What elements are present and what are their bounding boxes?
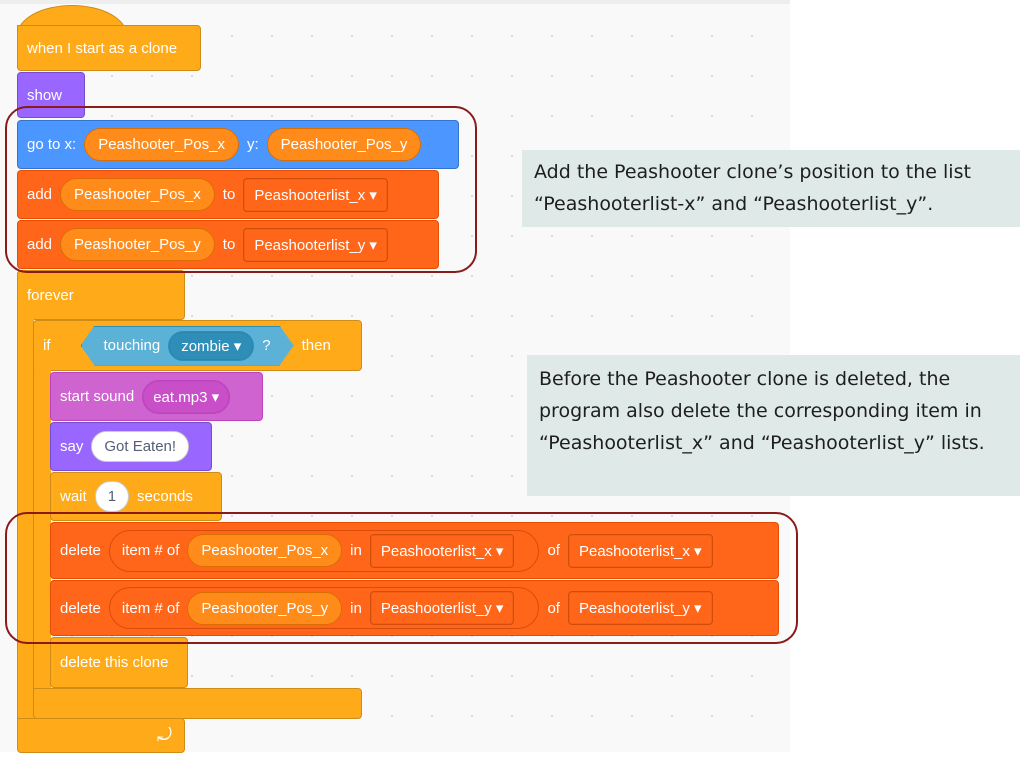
forever-bottom: ⤾ bbox=[17, 718, 185, 753]
wait-seconds-input[interactable]: 1 bbox=[94, 481, 130, 512]
list-dropdown[interactable]: Peashooterlist_y bbox=[369, 591, 515, 625]
value-reporter[interactable]: Peashooter_Pos_x bbox=[60, 178, 215, 211]
if-arm bbox=[33, 369, 51, 690]
annotation-delete-items: Before the Peashooter clone is deleted, … bbox=[527, 355, 1020, 496]
add-to-list-x-block[interactable]: add Peashooter_Pos_x to Peashooterlist_x bbox=[17, 170, 439, 219]
item-number-reporter[interactable]: item # of Peashooter_Pos_x in Peashooter… bbox=[108, 529, 540, 572]
block-label: then bbox=[301, 337, 331, 354]
block-label: if bbox=[43, 337, 51, 354]
block-label: to bbox=[222, 186, 236, 203]
delete-item-y-block[interactable]: delete item # of Peashooter_Pos_y in Pea… bbox=[50, 580, 779, 636]
block-label: delete this clone bbox=[60, 654, 169, 671]
block-label: add bbox=[27, 236, 53, 253]
highlight-outline-delete bbox=[5, 512, 798, 644]
block-label: of bbox=[547, 542, 560, 559]
block-label: delete bbox=[60, 542, 101, 559]
block-label: when I start as a clone bbox=[27, 39, 178, 57]
say-text-input[interactable]: Got Eaten! bbox=[91, 431, 190, 462]
delete-item-x-block[interactable]: delete item # of Peashooter_Pos_x in Pea… bbox=[50, 522, 779, 579]
block-label: to bbox=[222, 236, 236, 253]
block-label: of bbox=[547, 599, 560, 617]
list-dropdown[interactable]: Peashooterlist_x bbox=[567, 533, 713, 568]
list-dropdown[interactable]: Peashooterlist_y bbox=[567, 591, 713, 625]
block-label: in bbox=[350, 542, 362, 559]
list-dropdown[interactable]: Peashooterlist_y bbox=[243, 227, 388, 262]
value-reporter[interactable]: Peashooter_Pos_y bbox=[60, 228, 215, 261]
value-reporter[interactable]: Peashooter_Pos_y bbox=[187, 591, 343, 625]
say-block[interactable]: say Got Eaten! bbox=[50, 422, 212, 471]
touching-condition[interactable]: touching zombie ? bbox=[81, 326, 294, 366]
block-label: wait bbox=[60, 488, 87, 505]
item-number-reporter[interactable]: item # of Peashooter_Pos_y in Peashooter… bbox=[108, 587, 540, 629]
block-label: start sound bbox=[60, 388, 135, 405]
block-label: item # of bbox=[121, 599, 180, 617]
loop-arrow-icon: ⤾ bbox=[157, 725, 172, 745]
list-dropdown[interactable]: Peashooterlist_x bbox=[243, 177, 388, 212]
value-reporter[interactable]: Peashooter_Pos_x bbox=[187, 534, 343, 567]
if-then-block[interactable]: if touching zombie ? then bbox=[33, 320, 362, 371]
block-label: ? bbox=[262, 337, 271, 354]
highlight-outline-add bbox=[5, 106, 477, 273]
start-sound-block[interactable]: start sound eat.mp3 bbox=[50, 372, 263, 421]
block-label: show bbox=[27, 86, 63, 104]
forever-block[interactable]: forever bbox=[17, 270, 185, 320]
block-label: y: bbox=[246, 136, 259, 153]
block-label: add bbox=[27, 186, 53, 203]
show-block[interactable]: show bbox=[17, 72, 85, 118]
delete-this-clone-block[interactable]: delete this clone bbox=[50, 637, 188, 688]
if-bottom bbox=[33, 688, 362, 719]
sound-dropdown[interactable]: eat.mp3 bbox=[142, 379, 231, 414]
x-variable-reporter[interactable]: Peashooter_Pos_x bbox=[84, 128, 239, 161]
go-to-xy-block[interactable]: go to x: Peashooter_Pos_x y: Peashooter_… bbox=[17, 120, 459, 169]
block-label: go to x: bbox=[27, 136, 77, 153]
block-label: seconds bbox=[137, 488, 193, 505]
annotation-add-position: Add the Peashooter clone’s position to t… bbox=[522, 150, 1020, 227]
when-start-as-clone-block[interactable]: when I start as a clone bbox=[17, 25, 201, 71]
block-label: item # of bbox=[121, 542, 180, 559]
block-label: in bbox=[350, 599, 362, 617]
touching-target-dropdown[interactable]: zombie bbox=[168, 331, 254, 361]
list-dropdown[interactable]: Peashooterlist_x bbox=[369, 533, 515, 568]
block-label: say bbox=[60, 438, 84, 455]
block-label: touching bbox=[103, 337, 161, 354]
block-label: forever bbox=[27, 287, 74, 304]
add-to-list-y-block[interactable]: add Peashooter_Pos_y to Peashooterlist_y bbox=[17, 220, 439, 269]
y-variable-reporter[interactable]: Peashooter_Pos_y bbox=[266, 128, 422, 161]
block-label: delete bbox=[60, 599, 101, 617]
